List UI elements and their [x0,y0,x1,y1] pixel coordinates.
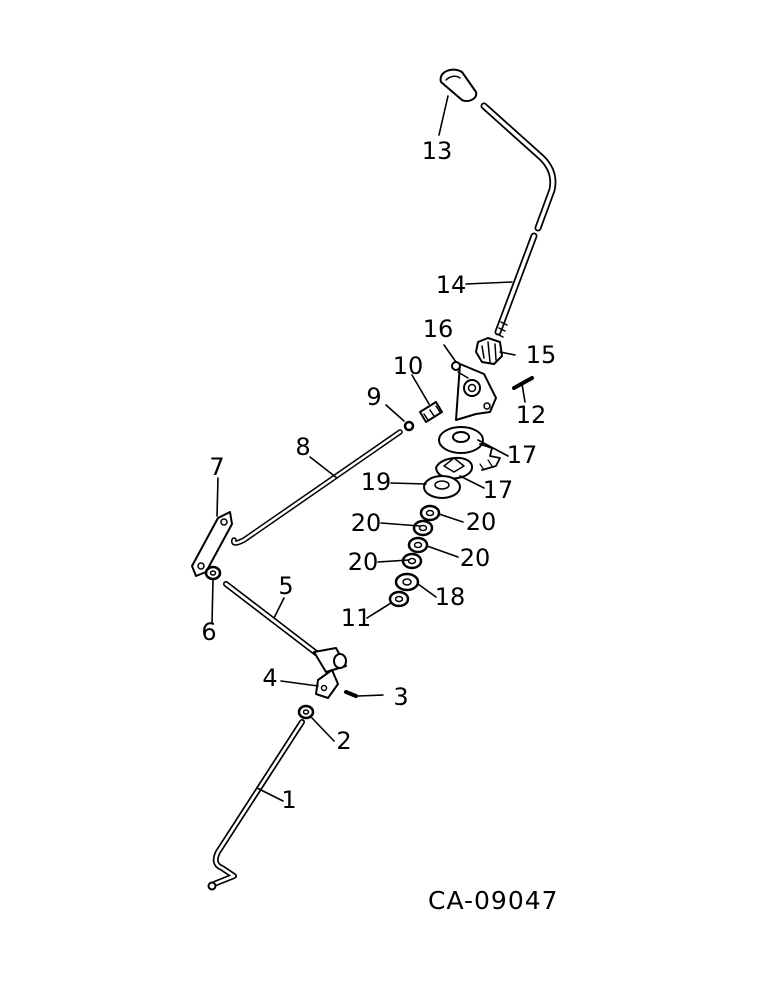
spacer [423,475,461,499]
callout-1: 1 [281,786,297,814]
shift-plate [451,361,497,421]
callout-16: 16 [422,315,454,343]
drawing-id-label: CA-09047 [428,886,559,915]
flat-washer [394,572,420,592]
bushing [204,565,222,581]
set-screw [344,690,358,698]
rod-nut [297,704,315,720]
callout-14: 14 [435,271,467,299]
callout-8: 8 [295,433,311,461]
lever-nut [475,337,503,365]
callout-17-upper: 17 [506,441,538,469]
callout-15: 15 [525,341,557,369]
callout-11: 11 [340,604,372,632]
callout-20-upper-right: 20 [465,508,497,536]
lock-nut [388,590,410,608]
callout-4: 4 [262,664,278,692]
shift-gate-plates [435,426,501,480]
lower-shift-rod [207,719,305,891]
washers-stack [401,504,441,570]
bellcrank [191,511,233,577]
cross-shaft [223,581,347,673]
callout-13: 13 [421,137,453,165]
small-nut [403,420,415,432]
callout-20-lower-right: 20 [459,544,491,572]
callout-18: 18 [434,583,466,611]
callout-2: 2 [336,727,352,755]
callout-6: 6 [201,618,217,646]
callout-17-lower: 17 [482,476,514,504]
shift-knob [439,68,478,102]
callout-3: 3 [393,683,409,711]
pivot-bolt [419,401,443,423]
callout-5: 5 [278,572,294,600]
callout-10: 10 [392,352,424,380]
callout-20-lower-left: 20 [347,548,379,576]
callout-12: 12 [515,401,547,429]
leader-lines [211,95,526,802]
control-rod [231,429,403,546]
callout-20-upper-left: 20 [350,509,382,537]
roll-pin [512,376,534,390]
callout-7: 7 [209,453,225,481]
callout-9: 9 [366,383,382,411]
shift-arm [315,669,339,699]
shift-lever [480,102,557,338]
callout-19: 19 [360,468,392,496]
